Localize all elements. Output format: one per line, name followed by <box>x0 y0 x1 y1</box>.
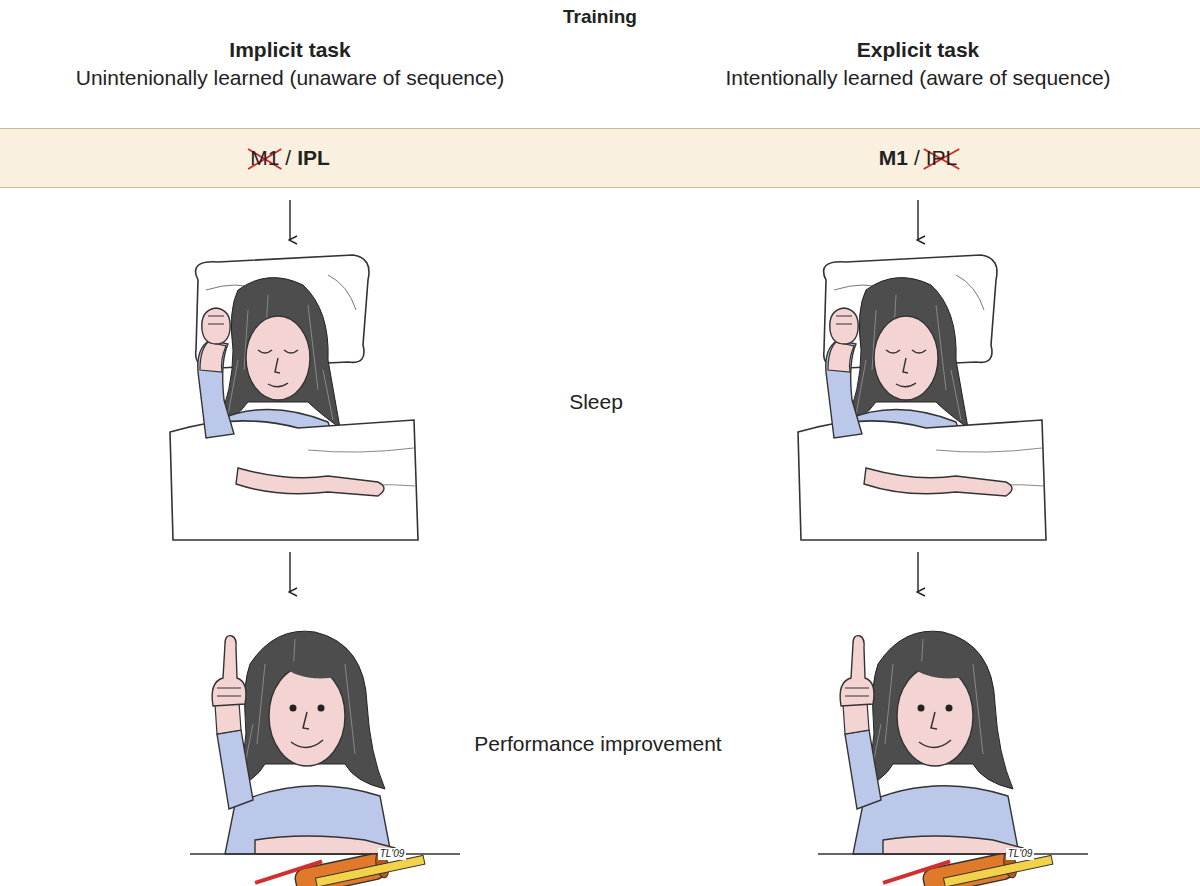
sleeping-woman <box>798 255 1046 540</box>
sleeping-woman <box>170 255 418 540</box>
woman-pointing <box>190 631 460 886</box>
region-pair: M1/IPL <box>250 146 330 170</box>
separator: / <box>914 146 920 170</box>
diagram-title: Training <box>563 6 637 28</box>
training-band: M1/IPLM1/IPL <box>0 128 1200 188</box>
task-subtitle: Intentionally learned (aware of sequence… <box>725 66 1110 90</box>
task-heading: Implicit task <box>229 38 350 62</box>
brain-region: IPL <box>297 146 330 170</box>
brain-region: IPL <box>926 146 958 170</box>
task-subtitle: Unintenionally learned (unaware of seque… <box>76 66 504 90</box>
stage-label: Sleep <box>569 390 623 414</box>
brain-region: M1 <box>250 146 279 170</box>
separator: / <box>285 146 291 170</box>
artist-signature: TL'09 <box>378 848 407 860</box>
woman-pointing <box>818 631 1088 886</box>
brain-region: M1 <box>879 146 908 170</box>
artist-signature: TL'09 <box>1006 848 1035 860</box>
cross-out-mark <box>0 129 1200 189</box>
stage-label: Performance improvement <box>474 732 721 756</box>
region-pair: M1/IPL <box>879 146 958 170</box>
task-heading: Explicit task <box>857 38 980 62</box>
